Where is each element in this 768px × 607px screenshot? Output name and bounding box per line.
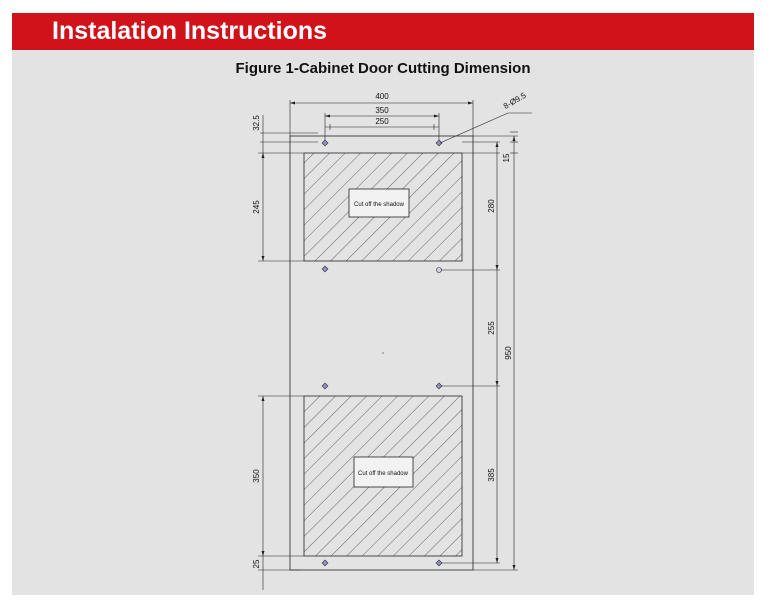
hole-marker: [321, 382, 329, 390]
lower-cutout-label-box: [353, 456, 414, 488]
lower-cutout-label: Cut off the shadow: [358, 471, 409, 477]
hole-marker: [321, 559, 329, 567]
dim-upper-cutout-height: 245: [252, 200, 261, 214]
dim-bottom-margin: 25: [252, 559, 261, 568]
mounting-holes: [321, 139, 443, 567]
page-title: Instalation Instructions: [52, 17, 328, 45]
dim-hole-spacing-narrow: 250: [375, 117, 389, 126]
hole-marker: [435, 382, 443, 390]
dim-lower-span: 385: [487, 468, 496, 482]
figure-title: Figure 1-Cabinet Door Cutting Dimension: [235, 60, 531, 77]
hole-marker: [435, 139, 443, 147]
hole-marker: [435, 559, 443, 567]
dim-lower-cutout-height: 350: [252, 469, 261, 483]
hole-marker: [321, 139, 329, 147]
dim-upper-cutout-span: 280: [487, 199, 496, 213]
hole-marker: [321, 265, 329, 273]
dim-hole-spec: 8-Ø9.5: [502, 91, 528, 111]
dim-overall-width: 400: [375, 92, 389, 101]
hole-marker: [436, 267, 442, 273]
upper-cutout-label: Cut off the shadow: [354, 202, 405, 208]
lower-cutout: [303, 395, 463, 557]
dimension-lines: [258, 100, 532, 590]
dim-top-margin: 32.5: [252, 115, 261, 131]
door-outline: [289, 135, 474, 571]
dim-overall-height: 950: [504, 346, 513, 360]
upper-cutout-label-box: [348, 188, 410, 218]
dim-hole-spacing-wide: 350: [375, 106, 389, 115]
dim-middle-span: 255: [487, 321, 496, 335]
header-banner: Instalation Instructions: [12, 13, 754, 50]
dimension-arrows: [261, 101, 516, 570]
dim-hole-offset: 15: [502, 153, 511, 162]
